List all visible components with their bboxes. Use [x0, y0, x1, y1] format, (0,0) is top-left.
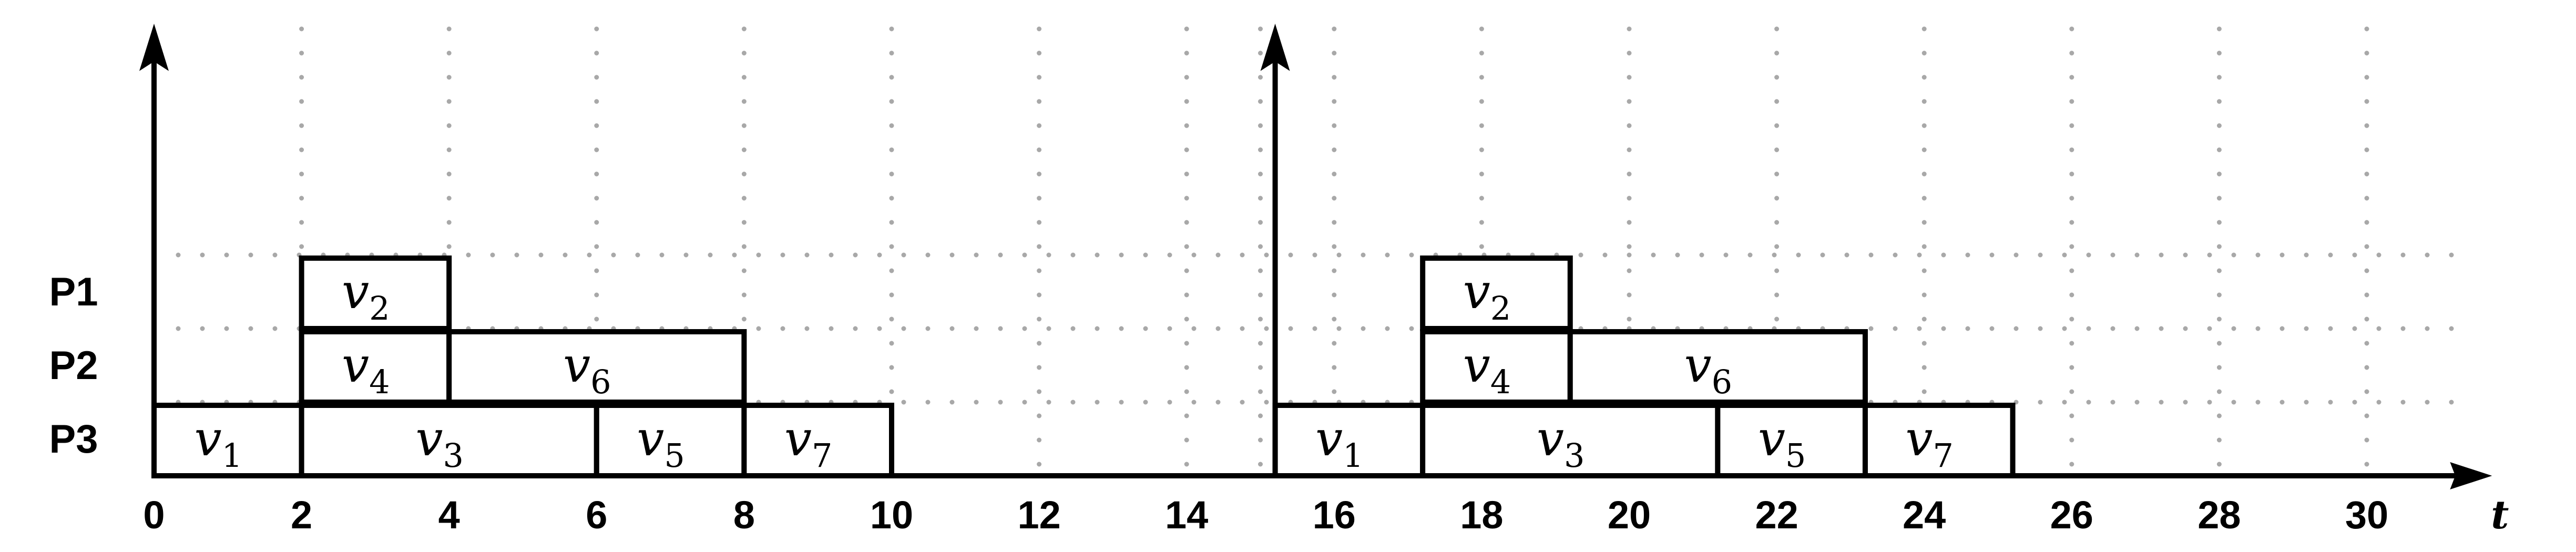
task-subscript: 6 [590, 363, 611, 401]
x-tick-label: 10 [870, 493, 913, 537]
x-tick-label: 22 [1755, 493, 1798, 537]
task-name: v [563, 337, 590, 393]
task-subscript: 7 [812, 436, 832, 475]
task-name: v [1537, 411, 1564, 467]
processor-label: P2 [49, 343, 98, 388]
x-axis-label: t [2491, 493, 2509, 538]
task-subscript: 5 [1785, 436, 1806, 475]
x-tick-label: 24 [1903, 493, 1946, 537]
time-axis-arrow [2450, 462, 2492, 489]
x-tick-label: 8 [733, 493, 755, 537]
task-name: v [1906, 411, 1933, 467]
task-block [1862, 403, 2016, 478]
x-tick-label: 26 [2050, 493, 2093, 537]
processor-label: P3 [49, 417, 98, 462]
task-block [1567, 329, 1868, 405]
task-label: v1 [195, 411, 242, 475]
x-tick-label: 14 [1165, 493, 1208, 537]
task-block [299, 329, 452, 405]
task-name: v [637, 411, 664, 467]
task-label: v4 [342, 337, 390, 401]
x-tick-label: 30 [2345, 493, 2388, 537]
task-label: v7 [1906, 411, 1954, 475]
axes [139, 24, 2492, 489]
x-tick-label: 20 [1608, 493, 1651, 537]
task-name: v [195, 411, 222, 467]
task-name: v [342, 337, 369, 393]
x-tick-label: 0 [143, 493, 165, 537]
task-subscript: 1 [1343, 436, 1363, 475]
task-subscript: 3 [443, 436, 463, 475]
task-subscript: 5 [664, 436, 684, 475]
task-block [741, 403, 895, 478]
task-label: v6 [563, 337, 611, 401]
processor-axis-arrow [1260, 24, 1290, 71]
task-label: v5 [1758, 411, 1806, 475]
task-label: v2 [1463, 263, 1511, 328]
task-subscript: 3 [1564, 436, 1585, 475]
task-name: v [784, 411, 812, 467]
processor-axis-arrow [139, 24, 169, 71]
x-tick-label: 12 [1017, 493, 1060, 537]
task-subscript: 4 [1490, 363, 1511, 401]
task-block [1420, 255, 1573, 331]
task-name: v [1463, 337, 1490, 393]
task-name: v [415, 411, 443, 467]
task-name: v [1684, 337, 1712, 393]
x-tick-label: 16 [1313, 493, 1356, 537]
task-subscript: 6 [1712, 363, 1732, 401]
task-label: v6 [1684, 337, 1732, 401]
x-tick-label: 2 [291, 493, 312, 537]
task-label: v4 [1463, 337, 1511, 401]
task-subscript: 7 [1933, 436, 1954, 475]
task-label: v5 [637, 411, 684, 475]
x-tick-label: 18 [1460, 493, 1503, 537]
task-label: v7 [784, 411, 832, 475]
x-tick-label: 4 [438, 493, 460, 537]
task-blocks [151, 255, 2016, 478]
x-tick-label: 6 [586, 493, 607, 537]
task-subscript: 1 [222, 436, 242, 475]
task-block [1715, 403, 1868, 478]
task-block [446, 329, 747, 405]
x-tick-label: 28 [2197, 493, 2241, 537]
task-label: v3 [415, 411, 463, 475]
task-name: v [1463, 263, 1490, 320]
task-label: v3 [1537, 411, 1585, 475]
task-subscript: 2 [1490, 289, 1511, 328]
task-label: v1 [1315, 411, 1363, 475]
task-block [299, 255, 452, 331]
processor-label: P1 [49, 270, 98, 314]
task-name: v [1315, 411, 1343, 467]
task-name: v [342, 263, 369, 320]
task-subscript: 2 [369, 289, 390, 328]
task-label: v2 [342, 263, 390, 328]
grid [151, 26, 2458, 472]
task-name: v [1758, 411, 1785, 467]
task-subscript: 4 [369, 363, 390, 401]
